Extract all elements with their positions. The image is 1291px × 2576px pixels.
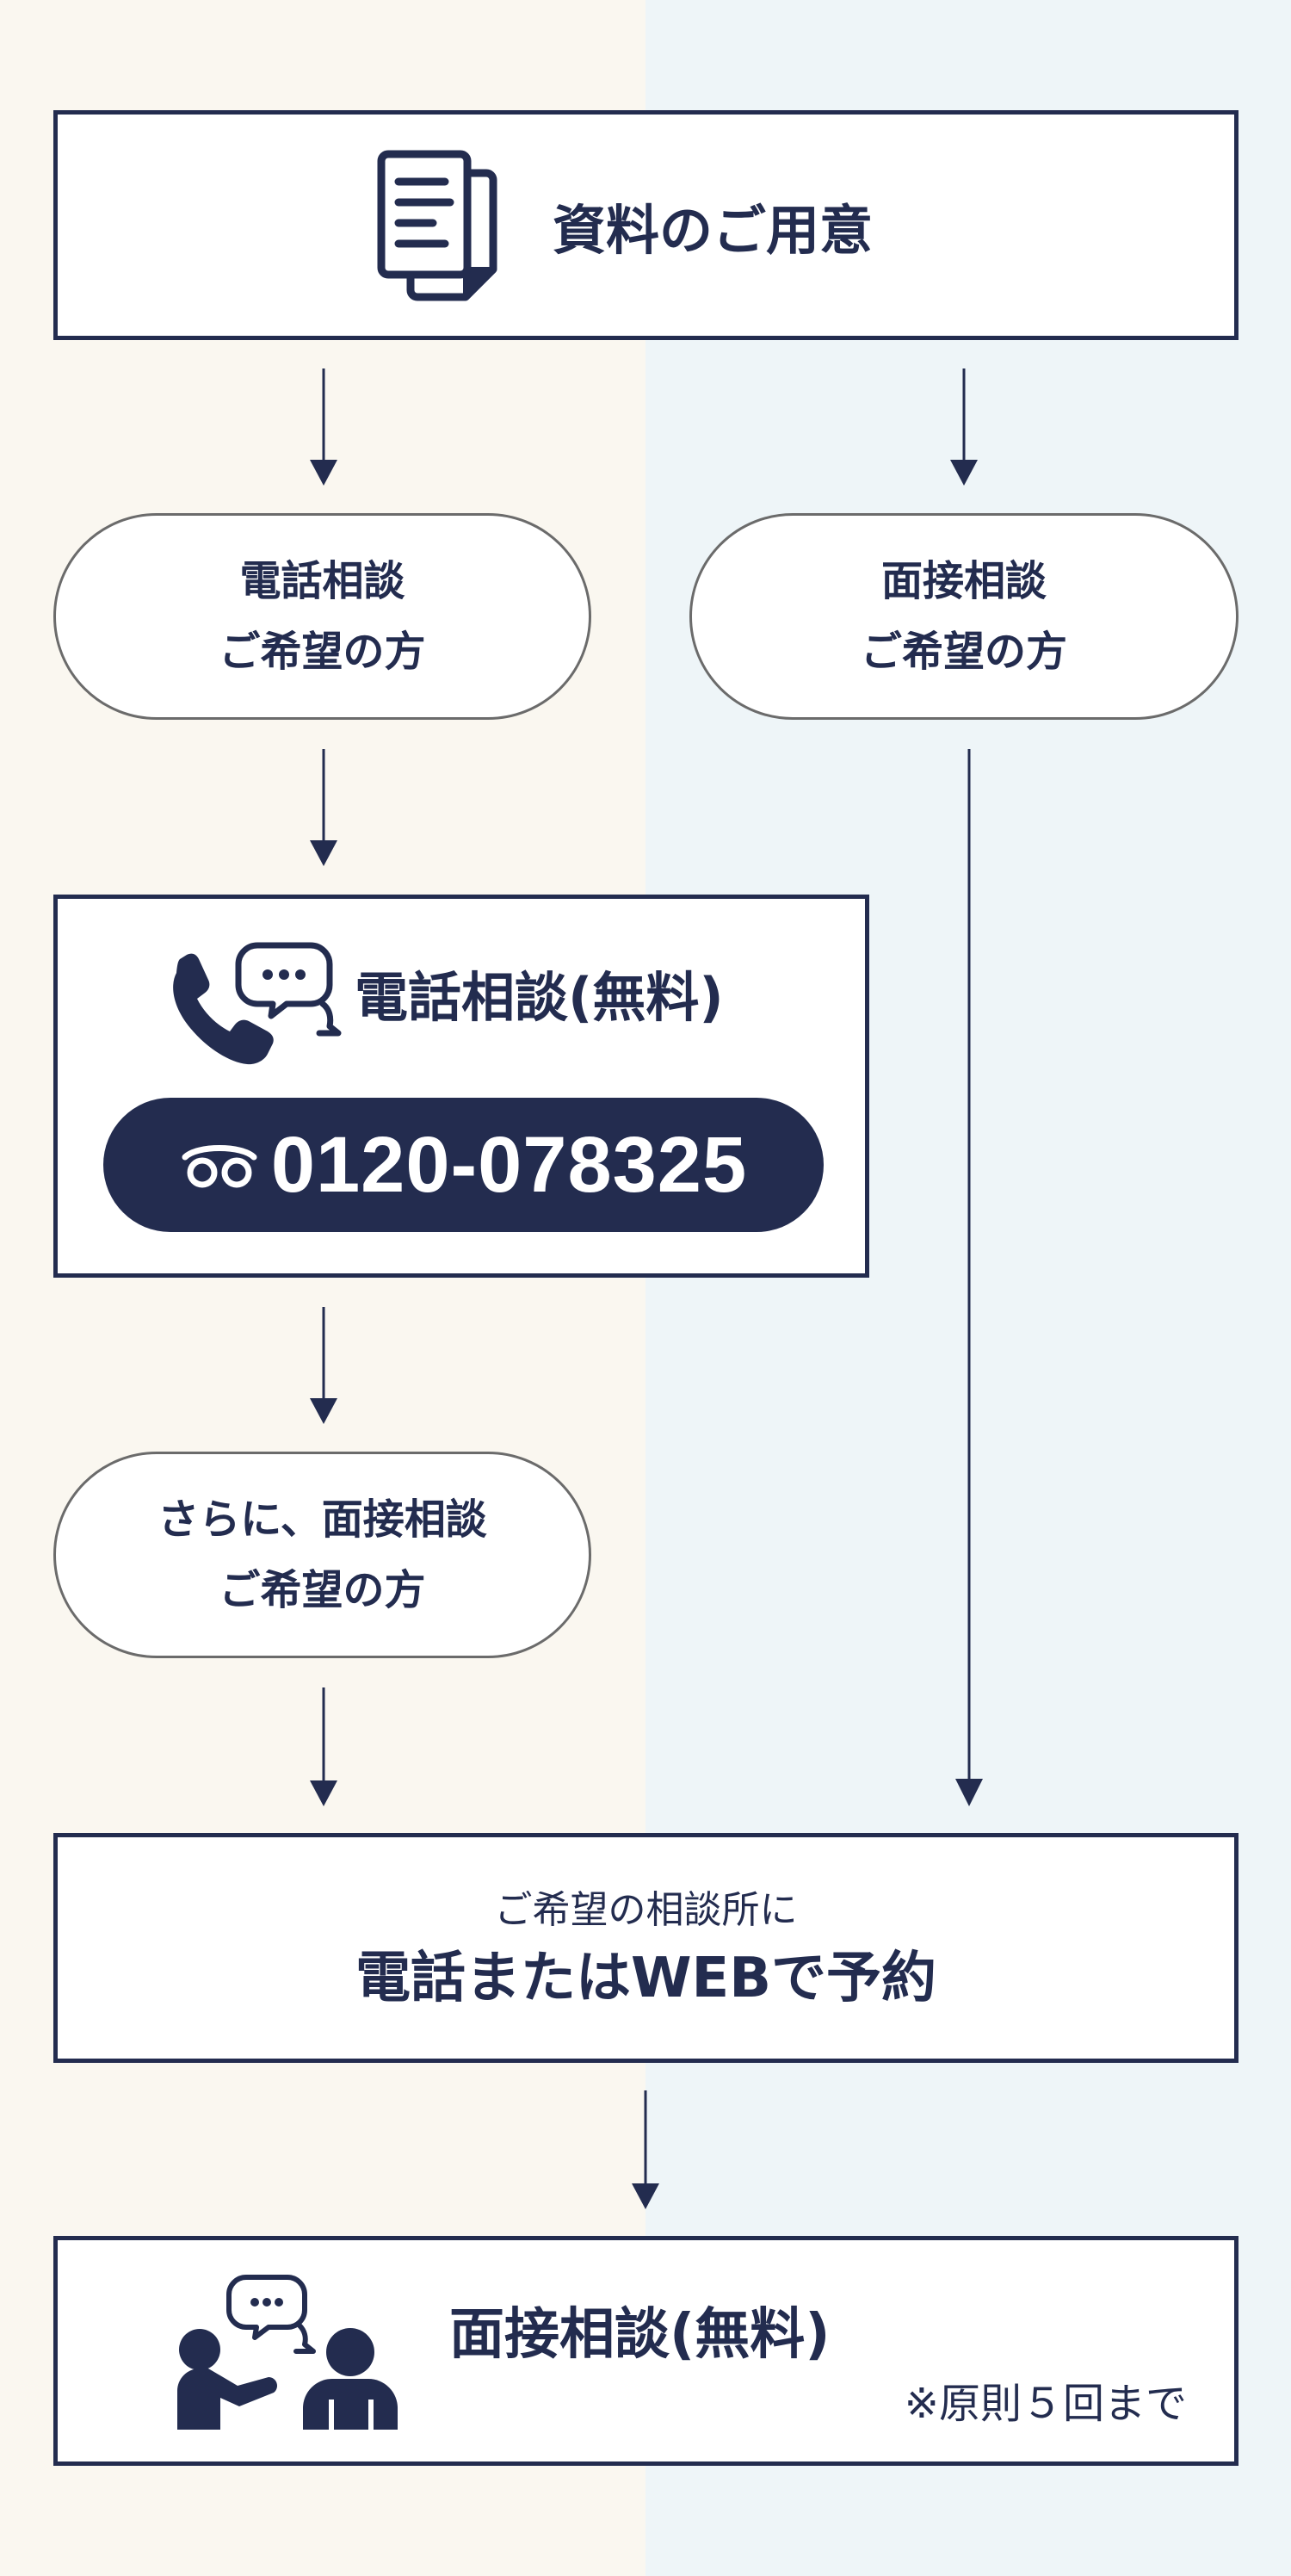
meet-option-line2: ご希望の方	[860, 628, 1067, 676]
meeting-consult-option: 面接相談 ご希望の方	[689, 513, 1238, 720]
freedial-number-badge[interactable]: 0120-078325	[103, 1098, 824, 1232]
arrow-phone-option-to-phone-box	[310, 749, 337, 866]
reservation-subtitle: ご希望の相談所に	[494, 1888, 798, 1932]
arrow-docs-to-phone	[310, 368, 337, 486]
further-meeting-option: さらに、面接相談 ご希望の方	[53, 1452, 591, 1658]
meet-option-line1: 面接相談	[880, 557, 1047, 605]
arrow-phone-box-to-further	[310, 1307, 337, 1424]
arrow-reserve-to-interview	[632, 2090, 659, 2209]
phone-option-line2: ご希望の方	[219, 628, 426, 676]
further-option-line1: さらに、面接相談	[158, 1495, 487, 1544]
reservation-box: ご希望の相談所に 電話またはWEBで予約	[53, 1833, 1238, 2063]
phone-box-title: 電話相談(無料)	[355, 966, 724, 1029]
phone-option-line1: 電話相談	[239, 557, 405, 605]
document-icon	[377, 150, 497, 301]
arrow-further-to-reserve	[310, 1687, 337, 1806]
arrow-meet-option-to-reserve	[955, 749, 983, 1806]
phone-consult-box: 電話相談(無料) 0120-078325	[53, 895, 869, 1278]
further-option-line2: ご希望の方	[219, 1566, 426, 1614]
freedial-icon	[182, 1145, 257, 1188]
docs-preparation-box: 資料のご用意	[53, 110, 1238, 340]
interview-box-title: 面接相談(無料)	[449, 2303, 831, 2367]
interview-consult-box: 面接相談(無料) ※原則５回まで	[53, 2236, 1238, 2466]
docs-box-title: 資料のご用意	[553, 198, 874, 262]
people-consult-icon	[177, 2275, 398, 2430]
reservation-title: 電話またはWEBで予約	[355, 1947, 937, 2010]
arrow-docs-to-meet	[950, 368, 978, 486]
phone-chat-icon	[173, 942, 342, 1065]
phone-number: 0120-078325	[270, 1120, 748, 1209]
interview-limit-note: ※原則５回まで	[904, 2380, 1187, 2428]
phone-consult-option: 電話相談 ご希望の方	[53, 513, 591, 720]
